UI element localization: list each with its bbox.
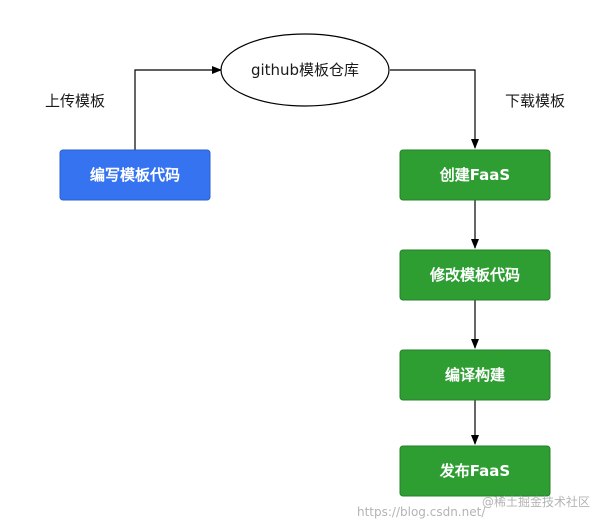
step-publish-faas-label: 发布FaaS [439, 462, 510, 480]
repo-label: github模板仓库 [251, 61, 359, 79]
step-build-node [399, 349, 551, 401]
upload-label: 上传模板 [45, 92, 105, 110]
step-publish-faas-node [399, 445, 551, 497]
step-create-faas-node [399, 149, 551, 201]
step-modify-template-node [399, 249, 551, 301]
download-label: 下载模板 [505, 92, 565, 110]
step-build-label: 编译构建 [445, 366, 506, 384]
watermark-brand: @稀土掘金技术社区 [482, 494, 590, 509]
write-template-node [59, 149, 211, 201]
step-modify-template-label: 修改模板代码 [429, 266, 520, 284]
repo-node [220, 33, 390, 107]
step-create-faas-label: 创建FaaS [439, 166, 510, 184]
upload-connector [134, 66, 222, 150]
write-template-label: 编写模板代码 [90, 166, 180, 184]
download-connector [390, 69, 479, 149]
watermark-url: https://blog.csdn.net/ [357, 505, 486, 519]
